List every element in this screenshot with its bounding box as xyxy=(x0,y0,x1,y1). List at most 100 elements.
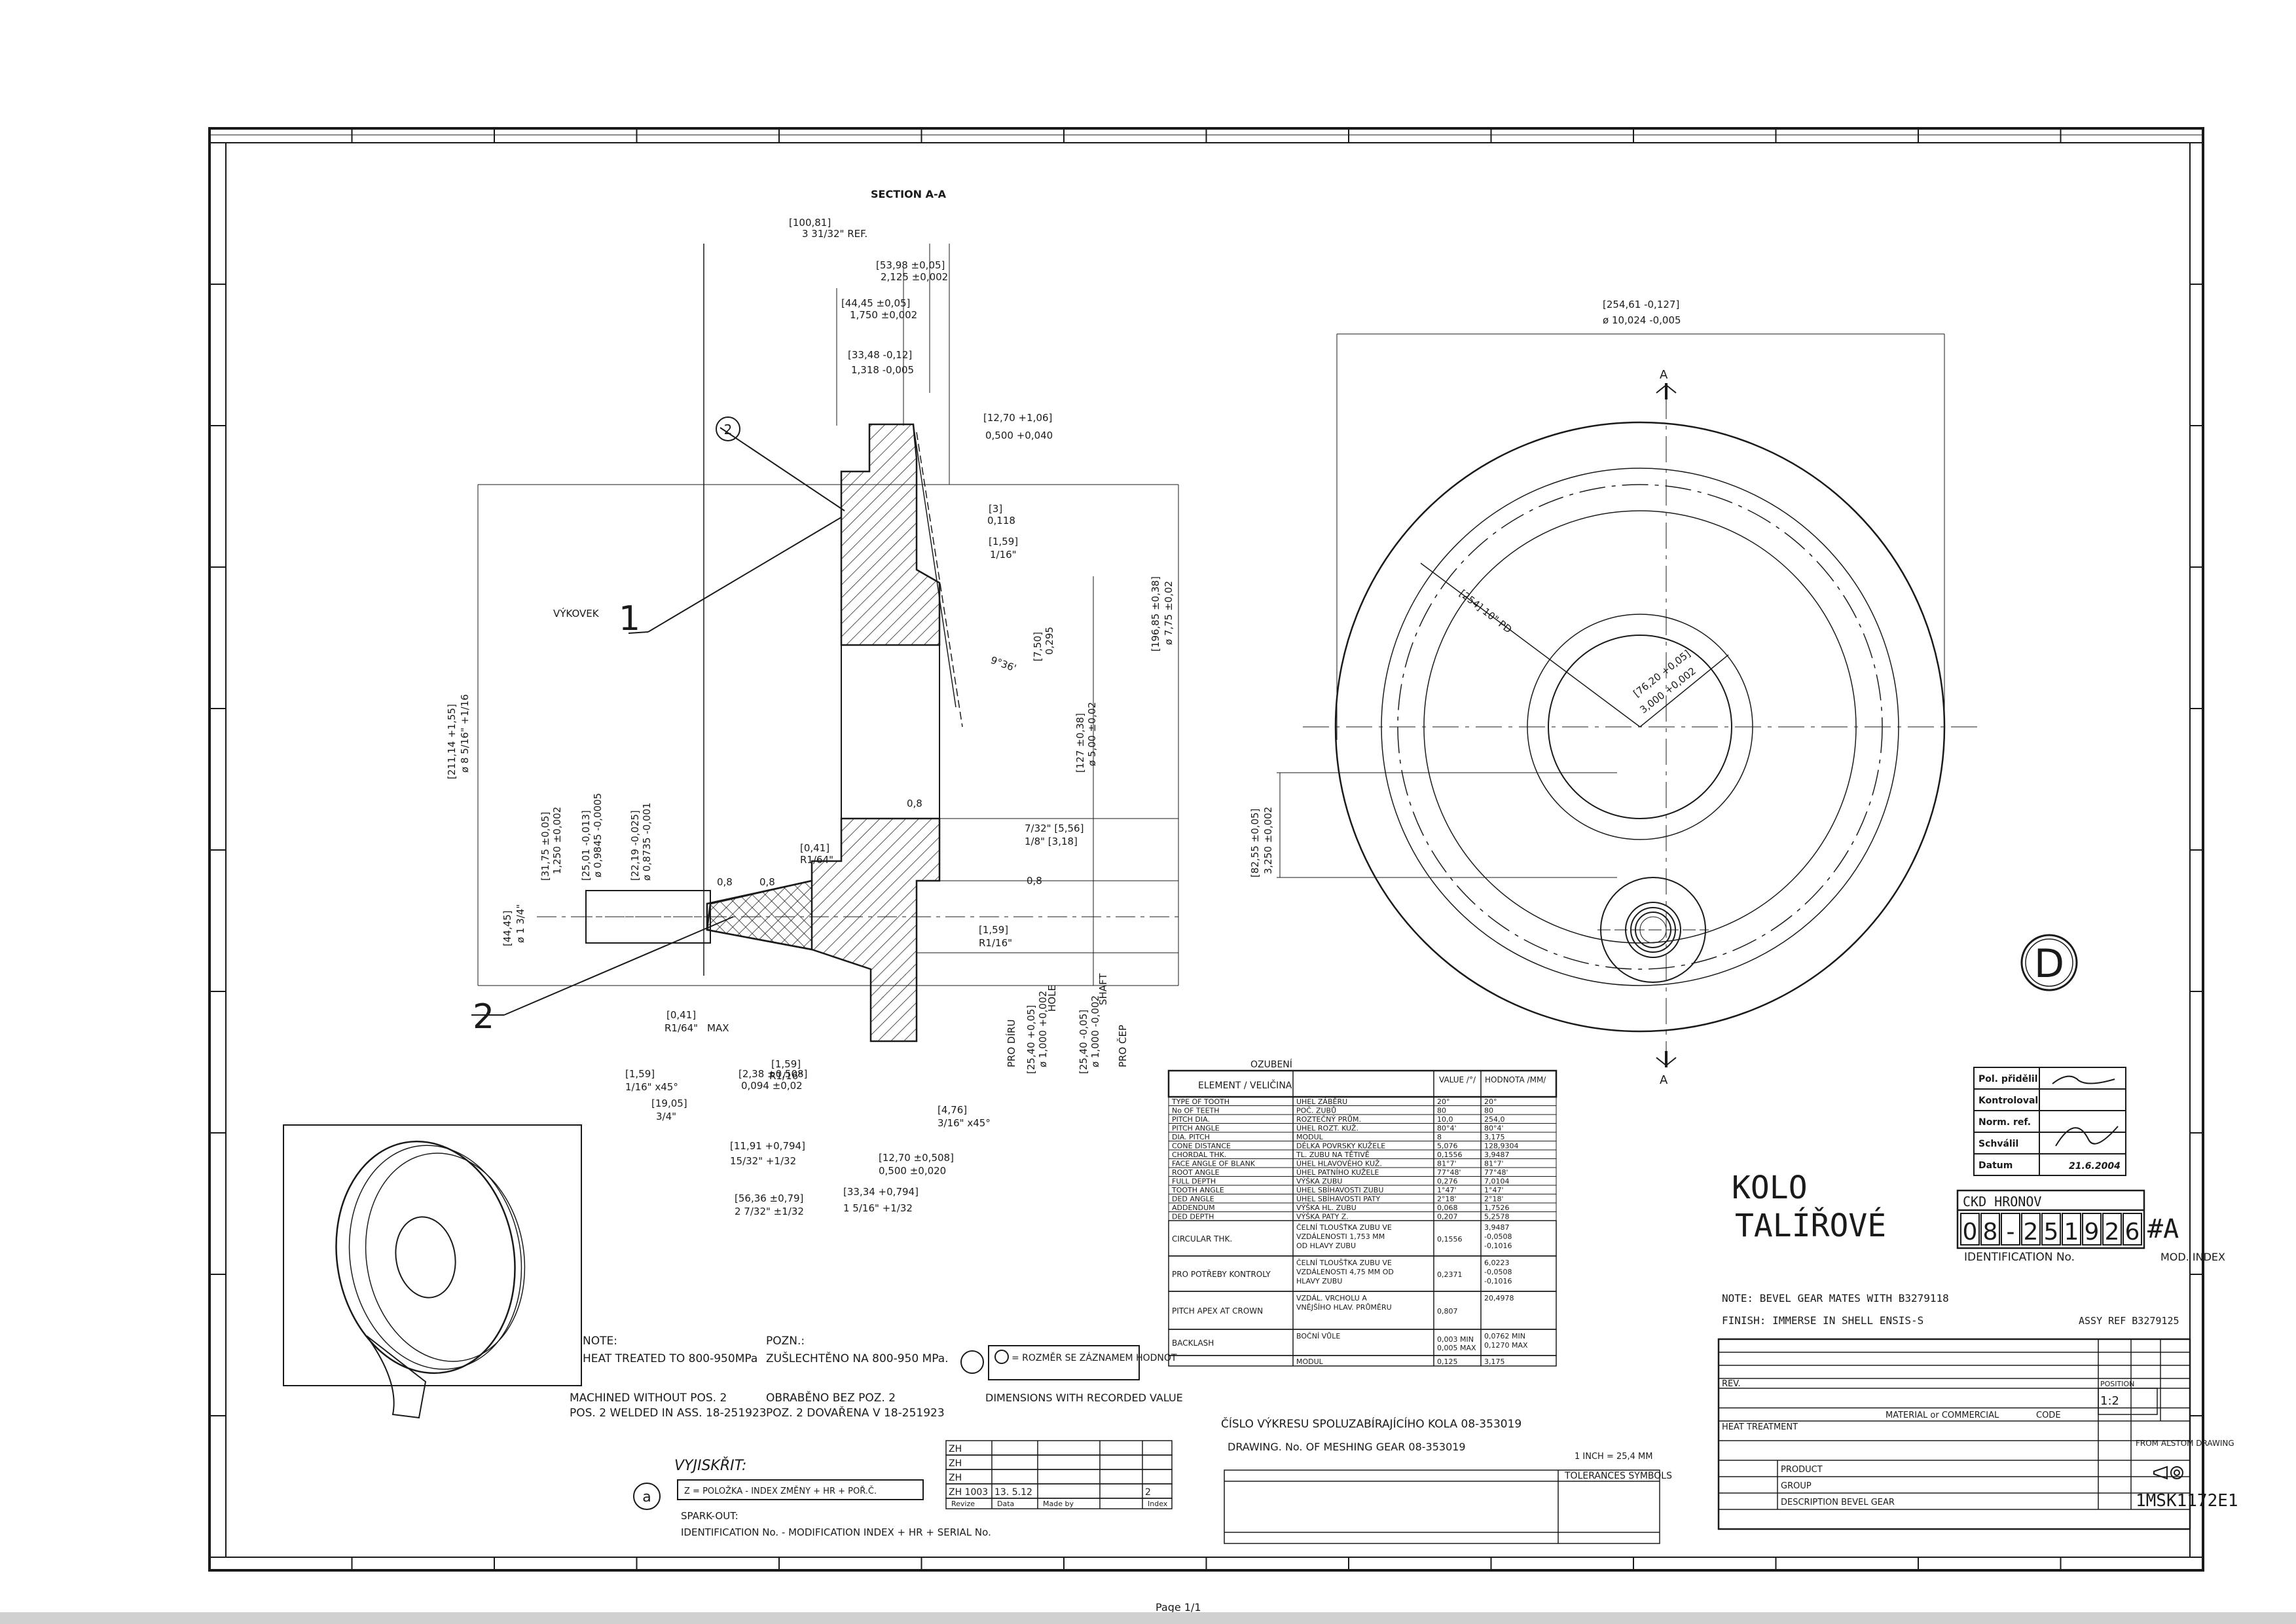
svg-text:1 5/16" +1/32: 1 5/16" +1/32 xyxy=(843,1202,913,1214)
svg-text:ČÍSLO VÝKRESU SPOLUZABÍRAJÍCÍH: ČÍSLO VÝKRESU SPOLUZABÍRAJÍCÍHO KOLA 08-… xyxy=(1221,1416,1522,1431)
svg-text:[2,38 ±0,508]: [2,38 ±0,508] xyxy=(738,1068,807,1080)
svg-text:POZ. 2 DOVAŘENA V 18-251923: POZ. 2 DOVAŘENA V 18-251923 xyxy=(766,1405,945,1420)
svg-text:[1,59]: [1,59] xyxy=(771,1058,801,1070)
svg-text:NOTE:: NOTE: xyxy=(583,1335,617,1348)
gear-row-cz: VZDÁL. VRCHOLU A xyxy=(1296,1294,1367,1302)
svg-text:ø 10,024 -0,005: ø 10,024 -0,005 xyxy=(1603,314,1681,326)
callout-2: 2 xyxy=(473,997,494,1037)
svg-text:[31,75 ±0,05]: [31,75 ±0,05] xyxy=(539,812,551,881)
svg-text:POZN.:: POZN.: xyxy=(766,1335,805,1348)
ident-digit: 9 xyxy=(2085,1219,2100,1246)
gear-row-mm: 128,9304 xyxy=(1484,1142,1519,1151)
gear-row-value: 0,125 xyxy=(1437,1357,1458,1366)
svg-text:[1,59]: [1,59] xyxy=(989,536,1018,547)
gear-row-value: 10,0 xyxy=(1437,1115,1453,1124)
approval-box xyxy=(1973,1067,2126,1176)
mod-index: #A xyxy=(2147,1214,2179,1244)
border-ticks xyxy=(209,128,2204,1570)
svg-text:HEAT TREATMENT: HEAT TREATMENT xyxy=(1722,1422,1798,1432)
rev-header: Index xyxy=(1148,1500,1168,1508)
svg-text:ASSY REF B3279125: ASSY REF B3279125 xyxy=(2079,1315,2179,1327)
svg-text:7/32" [5,56]: 7/32" [5,56] xyxy=(1025,822,1084,834)
svg-text:2 7/32" ±1/32: 2 7/32" ±1/32 xyxy=(735,1206,804,1217)
svg-text:[11,91 +0,794]: [11,91 +0,794] xyxy=(730,1140,805,1152)
svg-text:[1,59]: [1,59] xyxy=(979,924,1008,936)
section-vertical-dimensions: [7,50] 0,295 [196,85 ±0,38] ø 7,75 ±0,02… xyxy=(446,576,1175,1074)
svg-text:[0,41]: [0,41] xyxy=(666,1009,696,1021)
svg-text:1,750 ±0,002: 1,750 ±0,002 xyxy=(850,309,917,321)
gear-row-mm: 77°48' xyxy=(1484,1168,1508,1177)
section-dimensions: [100,81] 3 31/32" REF. [53,98 ±0,05] 2,1… xyxy=(625,217,1084,1217)
svg-text:[211,14 +1,55]: [211,14 +1,55] xyxy=(446,704,458,779)
ident-digit: 6 xyxy=(2125,1219,2140,1246)
svg-text:[12,70 ±0,508]: [12,70 ±0,508] xyxy=(879,1152,954,1164)
svg-text:REV.: REV. xyxy=(1722,1379,1741,1389)
gear-row-mm: 3,9487 xyxy=(1484,1223,1510,1232)
gear-row-mm: -0,1016 xyxy=(1484,1277,1512,1285)
svg-text:ø 0,8735 -0,001: ø 0,8735 -0,001 xyxy=(641,802,653,881)
svg-text:R1/64": R1/64" xyxy=(665,1022,698,1034)
rev-cell: ZH xyxy=(949,1473,962,1483)
gear-row-en: CHORDAL THK. xyxy=(1172,1151,1226,1159)
gear-row-cz: VZDÁLENOSTI 1,753 MM xyxy=(1296,1232,1385,1241)
gear-row-cz: ÚHEL SBÍHAVOSTI PATY xyxy=(1296,1195,1381,1204)
svg-text:[254,61 -0,127]: [254,61 -0,127] xyxy=(1603,299,1679,310)
svg-text:[1,59]: [1,59] xyxy=(625,1068,655,1080)
svg-text:0,295: 0,295 xyxy=(1044,627,1055,655)
mod-label: MOD. INDEX xyxy=(2160,1251,2225,1263)
rev-header: Revize xyxy=(951,1500,975,1508)
gear-row-mm: 81°7' xyxy=(1484,1160,1504,1168)
gear-row-cz: ÚHEL HLAVOVÉHO KUŽ. xyxy=(1296,1160,1382,1168)
gear-row-value: 5,076 xyxy=(1437,1142,1458,1151)
gear-row-cz: HLAVY ZUBU xyxy=(1296,1277,1342,1285)
tolerance-block xyxy=(1224,1469,1660,1544)
part-name-2: TALÍŘOVÉ xyxy=(1735,1207,1886,1244)
gear-row-mm: 254,0 xyxy=(1484,1115,1505,1124)
gear-table-title: OZUBENÍ xyxy=(1250,1059,1292,1070)
gear-table-header-mm: HODNOTA /MM/ xyxy=(1485,1075,1546,1084)
section-title: SECTION A-A xyxy=(871,188,947,200)
gear-row-cz: BOČNÍ VŮLE xyxy=(1296,1332,1340,1340)
gear-row-value: 0,1556 xyxy=(1437,1235,1463,1244)
gear-row-mm: 6,0223 xyxy=(1484,1259,1510,1267)
svg-text:= ROZMĚR SE ZÁZNAMEM HODNOT: = ROZMĚR SE ZÁZNAMEM HODNOT xyxy=(1011,1352,1177,1363)
gear-row-mm: -0,0508 xyxy=(1484,1268,1512,1276)
svg-text:HEAT TREATED TO 800-950MPa: HEAT TREATED TO 800-950MPa xyxy=(583,1352,757,1365)
gear-row-cz: TL. ZUBU NA TĚTIVĚ xyxy=(1296,1151,1370,1159)
rev-cell: ZH xyxy=(949,1444,962,1454)
rev-cell: 2 xyxy=(1145,1487,1151,1498)
svg-text:3,250 ±0,002: 3,250 ±0,002 xyxy=(1262,807,1274,874)
gear-row-value: 0,276 xyxy=(1437,1177,1458,1186)
z-label: Z = POLOŽKA - INDEX ZMĚNY + HR + POŘ.Č. xyxy=(684,1486,877,1496)
callout-1: 1 xyxy=(619,599,640,638)
svg-text:3/16" x45°: 3/16" x45° xyxy=(938,1117,991,1129)
svg-text:1/8" [3,18]: 1/8" [3,18] xyxy=(1025,836,1078,847)
identification-box xyxy=(1956,1189,2145,1249)
svg-text:GROUP: GROUP xyxy=(1781,1481,1812,1491)
gear-row-mm: 3,9487 xyxy=(1484,1151,1510,1159)
gear-row-en: PITCH APEX AT CROWN xyxy=(1172,1306,1263,1316)
svg-text:[7,50]: [7,50] xyxy=(1032,632,1044,661)
gear-row-mm: -0,1016 xyxy=(1484,1242,1512,1250)
gear-row-cz: ÚHEL PATNÍHO KUŽELE xyxy=(1296,1168,1379,1177)
svg-text:[33,48 -0,12]: [33,48 -0,12] xyxy=(848,349,912,361)
gear-row-value: 20° xyxy=(1437,1098,1450,1106)
gear-row-en: PITCH DIA. xyxy=(1172,1115,1210,1124)
gear-row-en: DIA. PITCH xyxy=(1172,1133,1210,1141)
gear-row-value: 0,207 xyxy=(1437,1213,1458,1221)
svg-text:[44,45]: [44,45] xyxy=(501,910,513,946)
svg-text:Norm. ref.: Norm. ref. xyxy=(1978,1117,2031,1128)
gear-row-cz: ÚHEL SBÍHAVOSTI ZUBU xyxy=(1296,1186,1383,1194)
gear-row-mm: 3,175 xyxy=(1484,1357,1505,1366)
gear-row-mm: 80°4' xyxy=(1484,1124,1504,1133)
gear-row-mm: 20,4978 xyxy=(1484,1294,1514,1302)
tolerance-title: TOLERANCES SYMBOLS xyxy=(1564,1471,1672,1481)
note-letter-a: a xyxy=(642,1489,651,1505)
svg-text:DRAWING. No. OF MESHING GEAR 0: DRAWING. No. OF MESHING GEAR 08-353019 xyxy=(1228,1441,1466,1453)
gear-row-mm: 1,7526 xyxy=(1484,1204,1510,1212)
gear-row-en: FULL DEPTH xyxy=(1172,1177,1216,1186)
svg-text:MACHINED WITHOUT POS. 2: MACHINED WITHOUT POS. 2 xyxy=(570,1392,727,1405)
svg-text:[44,45 ±0,05]: [44,45 ±0,05] xyxy=(841,297,910,309)
gear-row-mm: 1°47' xyxy=(1484,1186,1504,1194)
